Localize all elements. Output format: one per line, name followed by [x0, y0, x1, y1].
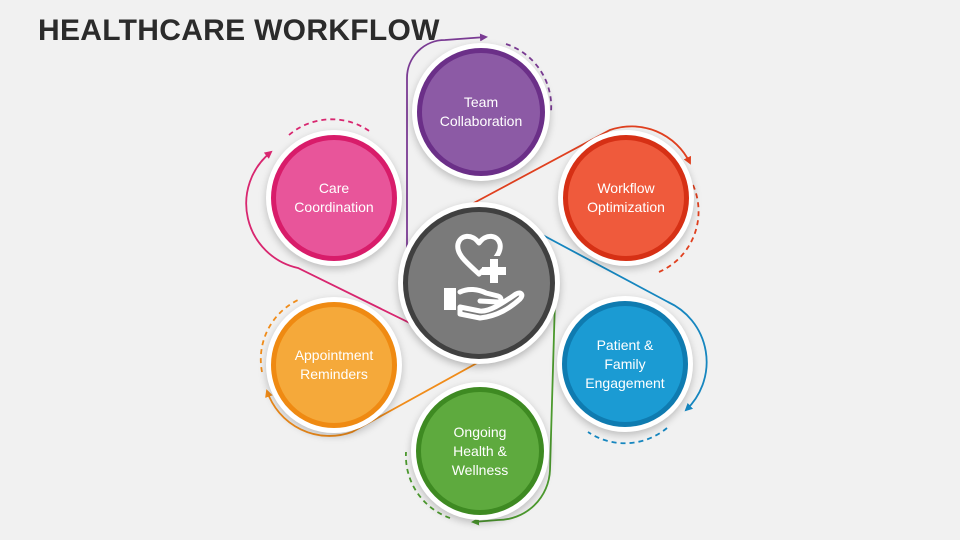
- dashed-arc-team: [505, 43, 553, 113]
- center-hub: [403, 207, 555, 359]
- connector-patient: [536, 231, 708, 412]
- connector-workflow: [469, 125, 691, 206]
- connector-appointment: [265, 351, 498, 437]
- hand-heart-plus-icon: [444, 233, 525, 321]
- dashed-arc-workflow: [658, 184, 700, 273]
- node-appointment-reminders: Appointment Reminders: [271, 302, 397, 428]
- node-workflow-optimization: Workflow Optimization: [563, 135, 689, 261]
- node-ongoing-health-wellness: Ongoing Health & Wellness: [416, 387, 544, 515]
- node-label: Ongoing Health & Wellness: [451, 423, 509, 478]
- node-label: Appointment Reminders: [294, 347, 374, 382]
- node-patient-family-engagement: Patient & Family Engagement: [562, 301, 688, 427]
- connector-ongoing: [471, 299, 556, 526]
- node-label: Patient & Family Engagement: [585, 336, 665, 391]
- dashed-arc-patient: [587, 427, 668, 445]
- connector-team: [406, 33, 488, 250]
- connector-care: [245, 150, 421, 329]
- dashed-arc-appointment: [259, 299, 299, 373]
- dashed-arc-ongoing: [405, 451, 451, 519]
- page-title: HEALTHCARE WORKFLOW: [38, 14, 440, 47]
- node-team-collaboration: Team Collaboration: [417, 48, 545, 176]
- node-label: Team Collaboration: [439, 94, 523, 129]
- node-care-coordination: Care Coordination: [271, 135, 397, 261]
- node-label: Care Coordination: [294, 180, 374, 215]
- node-label: Workflow Optimization: [587, 180, 665, 215]
- dashed-arc-care: [288, 118, 373, 136]
